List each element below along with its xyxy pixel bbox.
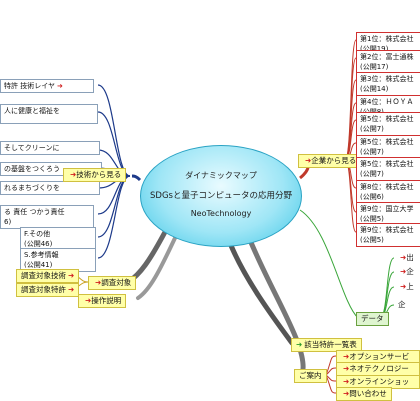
company-item[interactable]: 第9位：国立大学 (公開5) (356, 202, 420, 226)
company-item[interactable]: 第5位：株式会社 (公開7) (356, 135, 420, 159)
company-item[interactable]: 第8位：株式会社 (公開6) (356, 180, 420, 204)
company-rank-label: 第1位：株式会社 (360, 35, 414, 43)
left-item-count: (公開46) (24, 240, 53, 248)
company-item[interactable]: 第5位：株式会社 (公開7) (356, 157, 420, 181)
patent-list-node[interactable]: ➜該当特許一覧表 (291, 338, 362, 352)
operation-guide-label: 操作説明 (91, 296, 122, 305)
tech-view-label: 技術から見る (76, 170, 122, 179)
arrow-icon: ➜ (305, 156, 312, 165)
left-item[interactable]: F.その他 (公開46) (20, 227, 96, 251)
data-node[interactable]: データ (356, 312, 389, 326)
company-count: (公開17) (360, 63, 389, 71)
arrow-icon[interactable]: ➜ (57, 82, 63, 90)
company-count: (公開19) (360, 45, 389, 53)
company-rank-label: 第9位：国立大学 (360, 205, 414, 213)
intro-item[interactable]: ➜ネオテクノロジーWEB (336, 362, 420, 385)
intro-node[interactable]: ご案内 (294, 369, 327, 383)
research-patent-link[interactable]: 調査対象特許➜ (16, 283, 80, 297)
company-view-label: 企業から見る (311, 156, 357, 165)
arrow-icon: ➜ (296, 340, 303, 349)
left-item-label: 人に健康と福祉を (4, 107, 60, 115)
arrow-icon: ➜ (95, 278, 102, 287)
patent-list-label: 該当特許一覧表 (304, 340, 357, 349)
left-item-label: れるまちづくりを (4, 184, 60, 192)
arrow-icon: ➜ (400, 282, 407, 291)
research-tech-label: 調査対象技術 (21, 271, 66, 280)
company-rank-label: 第3位：株式会社 (360, 75, 414, 83)
data-item-label: 企 (398, 300, 406, 309)
company-count: (公開5) (360, 236, 384, 244)
left-item-label: S.参考情報 (24, 251, 59, 259)
arrow-icon: ➜ (343, 377, 350, 386)
left-item[interactable]: S.参考情報 (公開41) (20, 248, 96, 272)
company-count: (公開5) (360, 215, 384, 223)
arrow-icon: ➜ (400, 253, 407, 262)
company-rank-label: 第9位：株式会社 (360, 226, 414, 234)
company-rank-label: 第5位：株式会社 (360, 160, 414, 168)
data-item[interactable]: ➜出 (394, 252, 418, 264)
research-patent-label: 調査対象特許 (21, 285, 66, 294)
data-item-label: 企 (406, 267, 414, 276)
data-label: データ (361, 314, 384, 323)
data-item-label: 上 (406, 282, 414, 291)
company-count: (公開7) (360, 125, 384, 133)
left-item[interactable]: 人に健康と福祉を (0, 104, 98, 124)
arrow-icon: ➜ (343, 364, 350, 373)
arrow-icon: ➜ (343, 389, 350, 398)
left-item-count: (公開41) (24, 261, 53, 269)
arrow-icon: ➜ (68, 285, 75, 294)
company-rank-label: 第5位：株式会社 (360, 115, 414, 123)
center-title-2: SDGsと量子コンピュータの応用分野 (150, 191, 292, 201)
company-view-node[interactable]: ➜企業から見る (298, 154, 362, 168)
arrow-icon: ➜ (68, 271, 75, 280)
data-item-label: 出 (406, 253, 414, 262)
left-item-label: る 責任 つかう責任 (4, 208, 65, 216)
central-topic[interactable]: ダイナミックマップ SDGsと量子コンピュータの応用分野 NeoTechnolo… (140, 145, 302, 247)
left-item-label: そしてクリーンに (4, 144, 60, 152)
intro-label: ご案内 (299, 371, 322, 380)
left-item[interactable]: そしてクリーンに (0, 141, 100, 155)
center-title-3: NeoTechnology (190, 209, 252, 218)
left-item-label: の基盤をつくろう (4, 165, 60, 173)
tech-view-node[interactable]: ➜技術から見る (63, 168, 127, 182)
company-count: (公開6) (360, 193, 384, 201)
left-item-label: 特許 技術レイヤ (4, 82, 56, 90)
arrow-icon: ➜ (400, 267, 407, 276)
center-title-1: ダイナミックマップ (185, 171, 257, 180)
company-count: (公開7) (360, 148, 384, 156)
left-item-label: F.その他 (24, 230, 51, 238)
company-item[interactable]: 第3位：株式会社 (公開14) (356, 72, 420, 96)
company-count: (公開7) (360, 170, 384, 178)
data-item[interactable]: ➜上 (394, 281, 418, 293)
intro-item-label: 問い合わせ (349, 389, 387, 398)
arrow-icon: ➜ (343, 352, 350, 361)
data-item[interactable]: ➜企 (394, 266, 418, 278)
company-rank-label: 第4位：ＨＯＹＡ (360, 98, 414, 106)
arrow-icon: ➜ (85, 296, 92, 305)
arrow-icon: ➜ (70, 170, 77, 179)
company-rank-label: 第2位：富士通株 (360, 53, 414, 61)
company-count: (公開14) (360, 85, 389, 93)
left-item[interactable]: れるまちづくりを (0, 181, 100, 195)
intro-item[interactable]: ➜問い合わせ (336, 387, 392, 401)
research-tech-link[interactable]: 調査対象技術➜ (16, 269, 80, 283)
left-item[interactable]: 特許 技術レイヤ➜ (0, 79, 94, 93)
company-item[interactable]: 第9位：株式会社 (公開5) (356, 223, 420, 247)
company-item[interactable]: 第5位：株式会社 (公開7) (356, 112, 420, 136)
research-target-label: 調査対象 (101, 278, 132, 287)
company-item[interactable]: 第2位：富士通株 (公開17) (356, 50, 420, 74)
company-rank-label: 第5位：株式会社 (360, 138, 414, 146)
left-item-count: 6) (4, 218, 12, 226)
left-item[interactable]: る 責任 つかう責任 6) (0, 205, 94, 229)
operation-guide-node[interactable]: ➜操作説明 (78, 294, 127, 308)
research-target-node[interactable]: ➜調査対象 (88, 276, 137, 290)
data-item[interactable]: 企 (394, 299, 410, 311)
company-rank-label: 第8位：株式会社 (360, 183, 414, 191)
